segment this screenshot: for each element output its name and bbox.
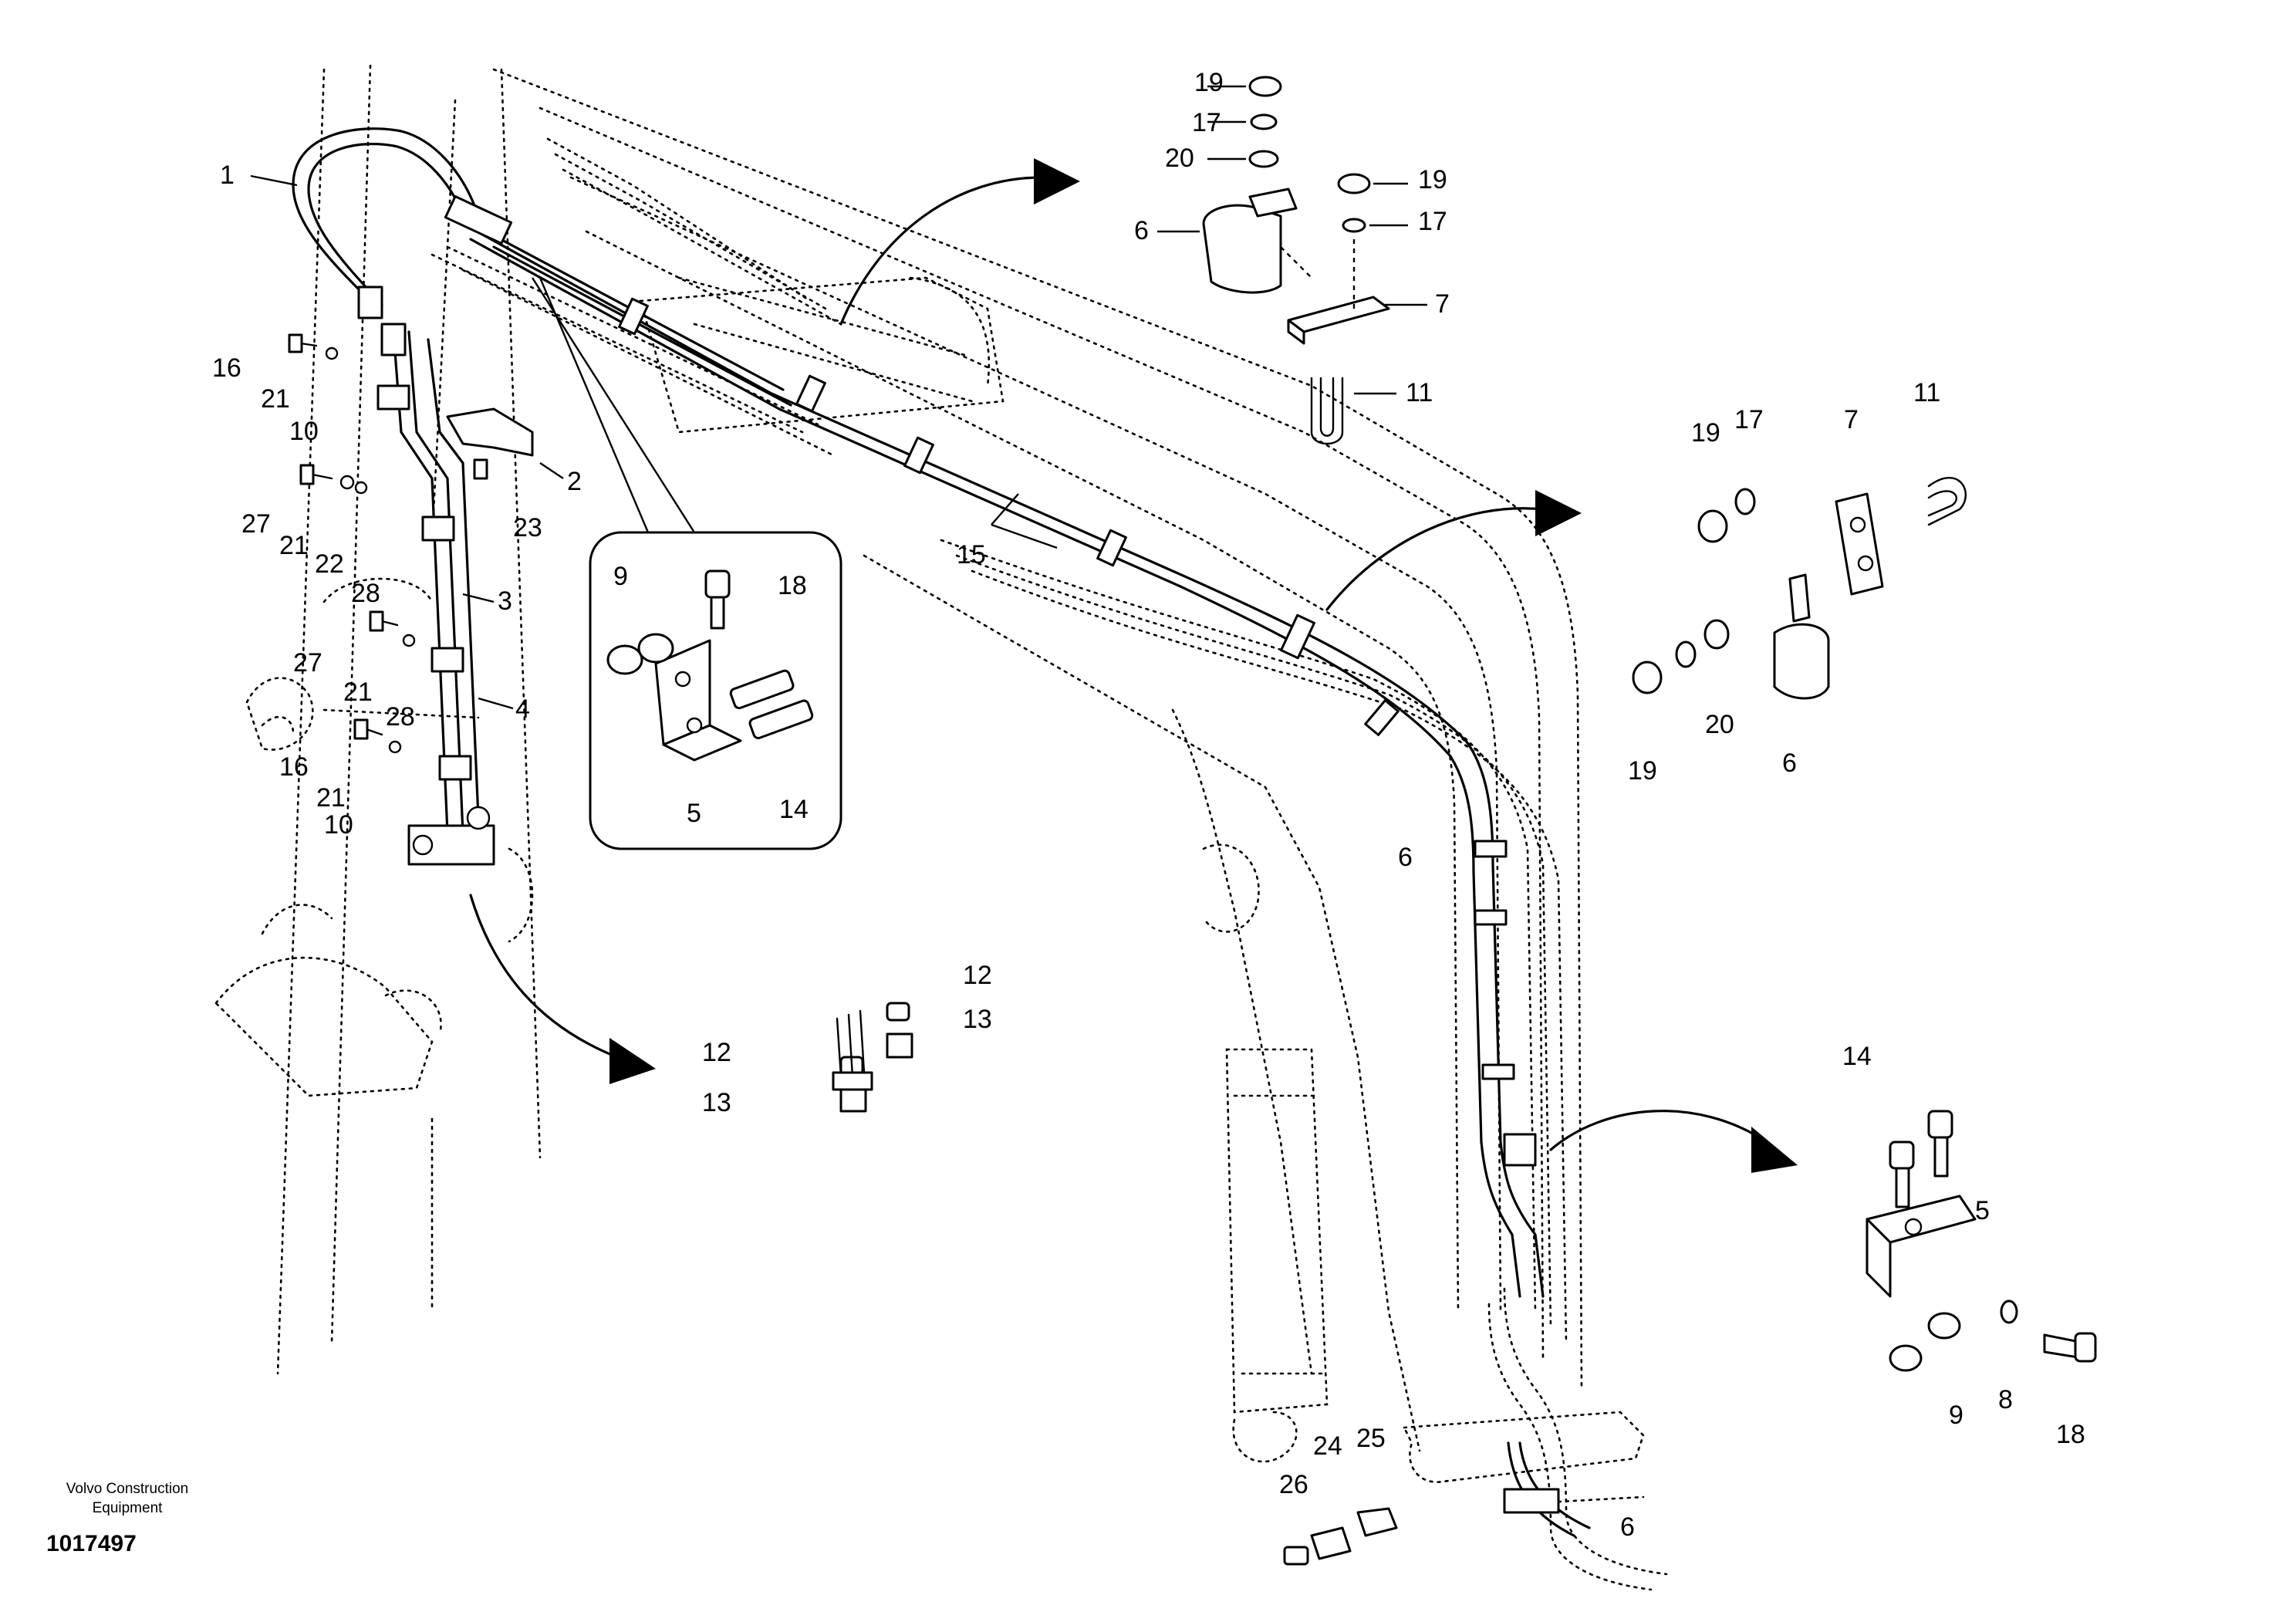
callout: 19 [1194,68,1224,97]
arrow-head-1 [1034,158,1080,204]
callout: 27 [293,648,322,678]
inset-detail [531,277,842,850]
callout: 3 [498,586,512,616]
callout: 17 [1734,405,1764,434]
callout: 28 [351,579,380,608]
callout: 7 [1844,405,1859,434]
callout: 8 [1998,1385,2013,1414]
clamp-detail-upper [1202,76,1390,445]
callout: 13 [963,1005,992,1034]
callout: 22 [315,549,344,579]
callout: 10 [289,417,319,446]
callout: 6 [1134,216,1149,245]
callout: 12 [702,1038,731,1067]
callout: 26 [1279,1470,1308,1499]
callout: 4 [515,694,530,724]
callout: 20 [1165,144,1194,173]
brand-line-1: Volvo Construction [66,1481,188,1497]
vertical-pipe-assembly [288,127,534,866]
callout: 7 [1435,289,1450,319]
callout: 1 [220,161,235,190]
document-number: 1017497 [46,1531,137,1556]
direction-arrows [469,158,1798,1173]
fitting-detail-left [832,1002,913,1113]
callout: 9 [613,562,628,591]
callout: 20 [1705,710,1734,739]
callout: 25 [1356,1424,1386,1453]
callout: 18 [2056,1420,2085,1449]
callout: 23 [513,513,542,542]
callout: 19 [1418,165,1447,194]
callout: 15 [957,540,986,569]
callout: 16 [279,752,309,782]
callout-labels: 1 2 3 4 5 5 6 6 6 6 7 7 9 9 10 10 11 11 … [212,68,2085,1542]
arrow-head-2 [1535,490,1582,536]
callout: 9 [1949,1401,1963,1430]
callout: 16 [212,353,241,383]
callout: 5 [1975,1196,1990,1225]
callout: 14 [779,795,809,824]
callout: 18 [778,571,807,600]
bracket-detail-right [1866,1110,2097,1372]
brand-line-2: Equipment [93,1500,164,1516]
callout: 14 [1842,1042,1872,1071]
leader-lines [250,85,1427,710]
callout: 27 [241,509,271,539]
callout: 5 [687,799,701,828]
callout: 6 [1620,1512,1635,1542]
footer: Volvo Construction Equipment 1017497 [46,1481,188,1556]
callout: 24 [1313,1431,1342,1461]
callout: 17 [1192,108,1221,137]
callout: 19 [1628,756,1657,786]
callout: 17 [1418,207,1447,236]
callout: 21 [343,678,373,707]
machine-outline [214,64,1668,1591]
hose-run [461,222,1591,1537]
callout: 6 [1782,748,1797,778]
callout: 11 [1913,378,1940,407]
callout: 6 [1398,843,1413,872]
arrow-head-3 [609,1038,656,1084]
callout: 28 [386,702,415,732]
callout: 13 [702,1088,731,1117]
callout: 21 [279,531,309,560]
callout: 21 [316,783,346,813]
callout: 12 [963,961,992,990]
clamp-detail-lower [1283,1507,1398,1566]
callout: 21 [261,384,290,414]
callout: 2 [567,467,582,496]
callout: 19 [1691,418,1720,448]
callout: 11 [1406,378,1433,407]
arrow-head-4 [1751,1127,1798,1173]
clamp-detail-right [1632,477,1967,700]
callout: 10 [324,810,353,840]
